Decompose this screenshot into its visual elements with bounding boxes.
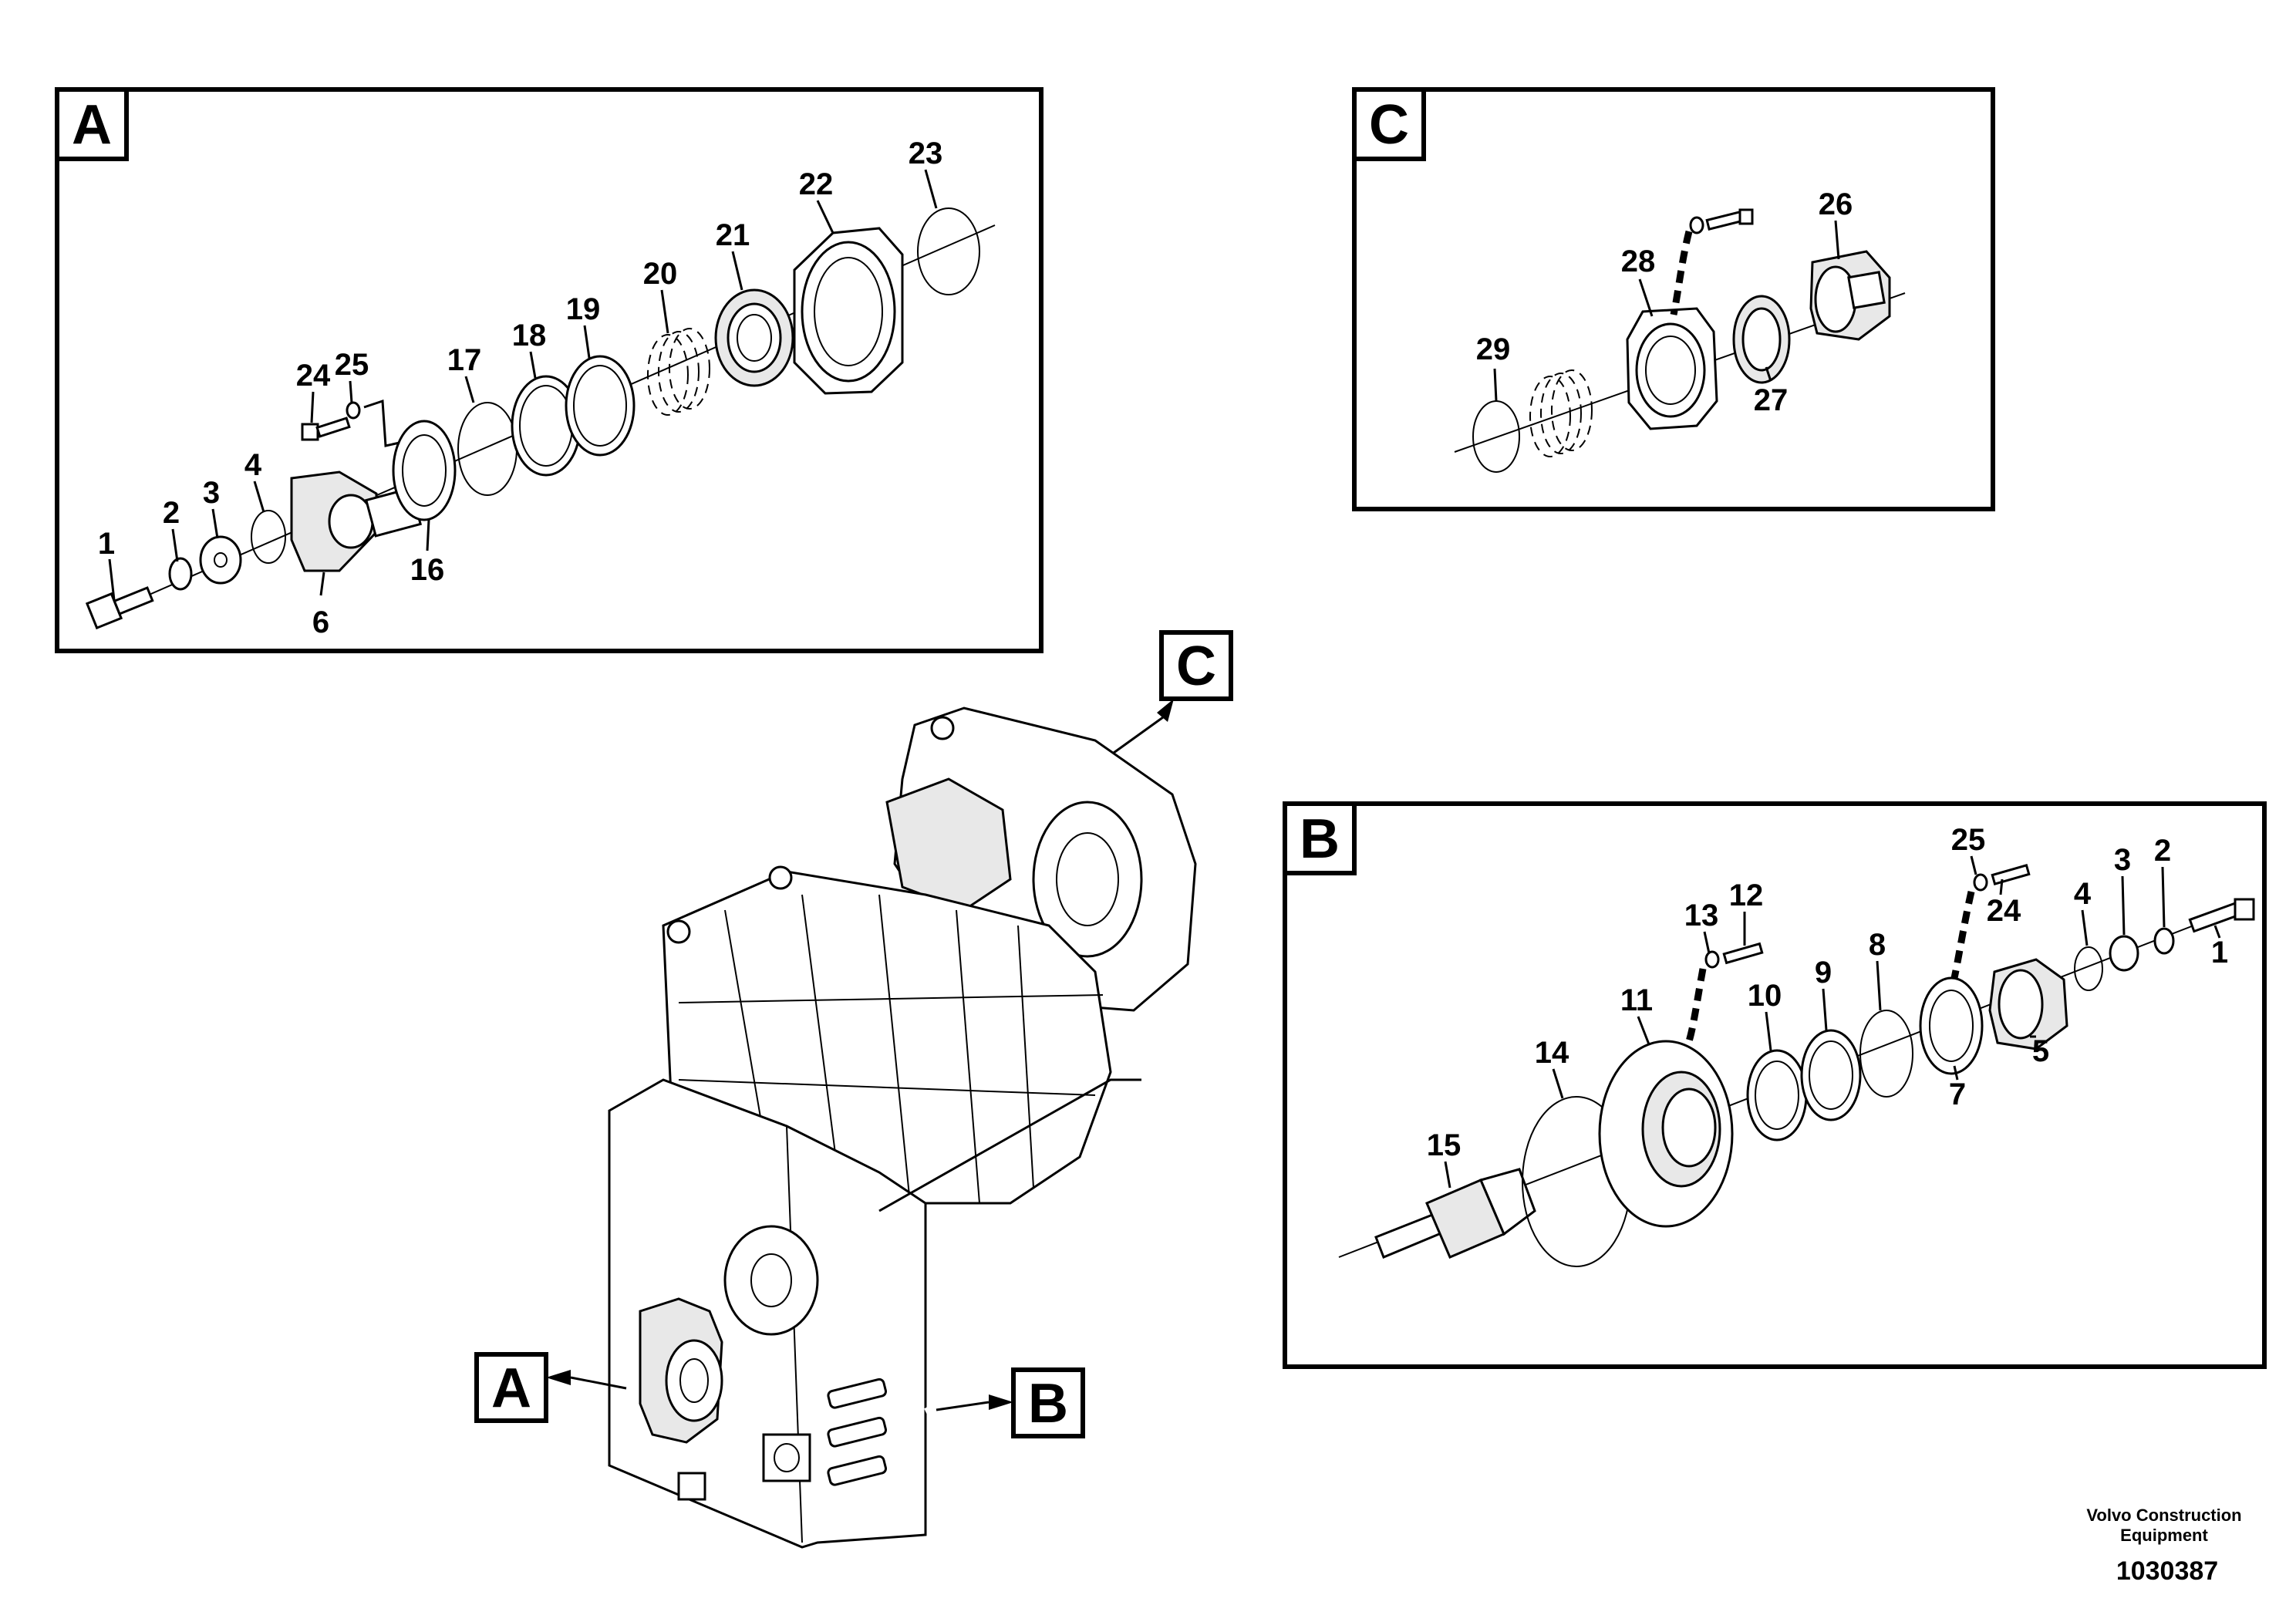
o-ring-part xyxy=(251,510,286,564)
bolt-12-part xyxy=(1704,942,1764,969)
pointer-b-letter: B xyxy=(1028,1373,1068,1435)
dashed-leader-c xyxy=(1670,230,1693,315)
callout-a-2: 2 xyxy=(163,496,180,530)
bracket-line xyxy=(363,399,400,447)
washer-part xyxy=(168,557,193,591)
panel-a-letter: A xyxy=(72,94,112,156)
bolt-24-part xyxy=(301,416,351,441)
panel-a-frame xyxy=(55,87,1043,653)
seal-19-part xyxy=(565,355,636,457)
callout-b-15: 15 xyxy=(1427,1128,1462,1162)
flange-26-part xyxy=(1809,250,1891,341)
callout-a-24: 24 xyxy=(296,359,331,393)
bearing-21-part xyxy=(714,288,794,387)
callout-b-24: 24 xyxy=(1987,894,2021,928)
bolt-1-part xyxy=(2188,898,2255,933)
watermark-line1: Volvo Construction xyxy=(2086,1506,2241,1525)
callout-b-9: 9 xyxy=(1815,956,1832,990)
callout-a-4: 4 xyxy=(244,448,262,482)
panel-a: A xyxy=(55,87,1043,653)
callout-a-1: 1 xyxy=(98,527,115,561)
seal-10-part xyxy=(1746,1049,1808,1141)
panel-b-letter: B xyxy=(1300,808,1340,870)
callout-a-17: 17 xyxy=(447,343,482,377)
callout-b-3: 3 xyxy=(2114,843,2131,877)
callout-a-6: 6 xyxy=(312,605,329,639)
callout-a-20: 20 xyxy=(643,257,678,291)
callout-a-3: 3 xyxy=(203,476,220,510)
bolt-part xyxy=(85,586,154,630)
callout-b-8: 8 xyxy=(1869,928,1886,962)
callout-a-18: 18 xyxy=(512,319,547,352)
transmission-overview xyxy=(608,706,1197,1549)
o-ring-4-part xyxy=(2074,946,2103,991)
callout-b-12: 12 xyxy=(1729,878,1764,912)
companion-flange-part xyxy=(290,470,423,572)
callout-a-23: 23 xyxy=(909,137,943,170)
callout-b-10: 10 xyxy=(1748,979,1782,1013)
pointer-tag-b: B xyxy=(936,1367,1085,1438)
panel-b: B xyxy=(1283,801,2267,1369)
callout-b-1: 1 xyxy=(2211,936,2228,969)
cover-7-part xyxy=(1919,976,1984,1075)
callout-c-27: 27 xyxy=(1754,383,1789,417)
pointer-tag-a: A xyxy=(474,1352,627,1423)
panel-b-tag xyxy=(1283,801,1357,875)
panel-c-letter: C xyxy=(1369,94,1409,156)
dashed-leader-b2 xyxy=(1950,891,1975,979)
watermark-line2: Equipment xyxy=(2120,1526,2208,1545)
shims-c-part xyxy=(1529,369,1593,457)
flange-5-part xyxy=(1988,958,2068,1050)
shims-20-part xyxy=(647,328,710,416)
callout-b-7: 7 xyxy=(1949,1077,1966,1111)
callout-a-22: 22 xyxy=(799,167,834,201)
callout-b-5: 5 xyxy=(2032,1034,2049,1068)
callout-c-28: 28 xyxy=(1621,244,1656,278)
cover-28-part xyxy=(1626,307,1718,430)
o-ring-17-part xyxy=(457,402,518,496)
panel-c: C 26 xyxy=(1352,87,1995,511)
callout-b-14: 14 xyxy=(1535,1036,1569,1070)
callout-a-25: 25 xyxy=(335,348,369,382)
seal-9-part xyxy=(1800,1029,1862,1121)
pointer-c-letter: C xyxy=(1176,636,1216,697)
hub-11-part xyxy=(1598,1040,1734,1228)
callout-a-19: 19 xyxy=(566,292,601,326)
pointer-a-letter: A xyxy=(491,1357,531,1419)
callout-a-16: 16 xyxy=(410,553,445,587)
pointer-tag-c: C xyxy=(1113,630,1233,754)
bearing-housing-22-part xyxy=(793,227,904,395)
cover-plate-16-part xyxy=(392,420,457,521)
washer-25-part xyxy=(346,401,361,420)
callout-b-25: 25 xyxy=(1951,823,1986,857)
callout-b-13: 13 xyxy=(1684,899,1719,932)
callout-b-11: 11 xyxy=(1620,983,1653,1017)
washer-2-part xyxy=(2153,927,2175,955)
shaft-15-part xyxy=(1374,1168,1536,1259)
callout-b-2: 2 xyxy=(2154,834,2171,868)
watermark-code: 1030387 xyxy=(2116,1556,2218,1586)
washer-3-part xyxy=(2109,935,2139,972)
panel-b-frame xyxy=(1283,801,2267,1369)
panel-a-tag xyxy=(55,87,129,161)
washer-large-part xyxy=(199,535,242,585)
panel-c-tag xyxy=(1352,87,1426,161)
o-ring-23-part xyxy=(917,207,980,295)
publisher-watermark: Volvo Construction Equipment 1030387 xyxy=(2086,1506,2241,1586)
panel-c-frame xyxy=(1352,87,1995,511)
callout-c-26: 26 xyxy=(1819,187,1853,221)
bolt-c-part xyxy=(1689,208,1754,234)
callout-b-4: 4 xyxy=(2074,877,2092,911)
callout-a-21: 21 xyxy=(716,218,750,252)
dashed-leader-b1 xyxy=(1685,968,1707,1043)
o-ring-8-part xyxy=(1859,1010,1913,1098)
bearing-27-part xyxy=(1732,295,1791,384)
callout-c-29: 29 xyxy=(1476,332,1511,366)
